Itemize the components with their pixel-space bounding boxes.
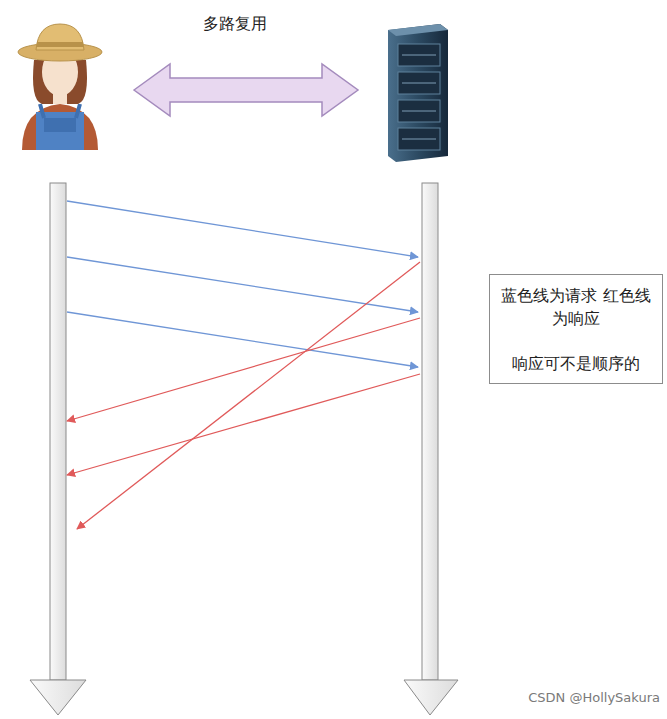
note-text: 响应可不是顺序的 bbox=[498, 352, 654, 375]
server-timeline bbox=[404, 183, 458, 715]
diagram-label: 多路复用 bbox=[180, 14, 290, 35]
multiplex-arrow bbox=[134, 64, 358, 116]
response-arrows bbox=[67, 262, 420, 529]
note-text: 蓝色线为请求 红色线为响应 bbox=[498, 284, 654, 330]
request-arrows bbox=[67, 201, 418, 367]
watermark: CSDN @HollySakura bbox=[470, 690, 660, 705]
legend-note-box: 蓝色线为请求 红色线为响应响应可不是顺序的 bbox=[489, 274, 663, 384]
client-timeline bbox=[30, 183, 86, 715]
server-icon bbox=[388, 24, 448, 162]
client-icon bbox=[18, 24, 102, 150]
